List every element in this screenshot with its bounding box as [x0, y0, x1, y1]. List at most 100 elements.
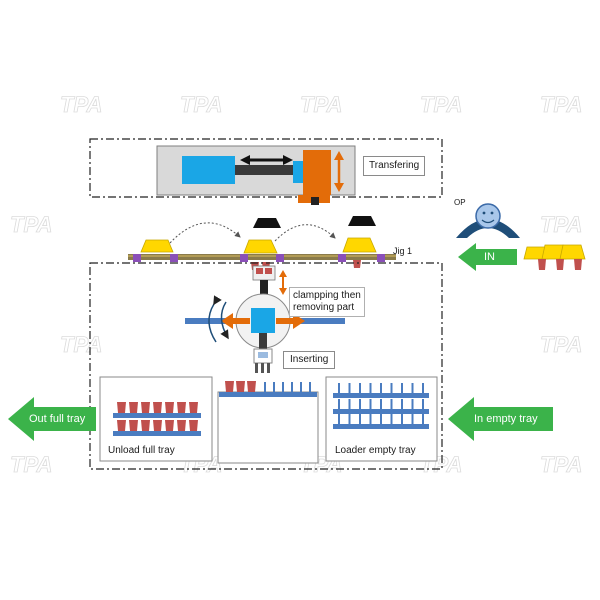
tray-cup: [177, 402, 186, 413]
watermark-mark: TPA: [180, 92, 222, 117]
jig-rail: [128, 254, 396, 260]
transfer-stem: [311, 197, 319, 205]
tray-cup: [117, 402, 126, 413]
loader-tray-pins: [338, 383, 424, 424]
watermark-mark: TPA: [60, 92, 102, 117]
tray-pin: [359, 414, 361, 424]
tray-cup: [141, 402, 150, 413]
gripper-head-1: [253, 218, 281, 228]
in-empty-tray-label: In empty tray: [474, 413, 538, 425]
unload-full-tray-label: Unload full tray: [108, 445, 175, 456]
watermark-mark: TPA: [10, 452, 52, 477]
tray-pin: [282, 382, 284, 392]
jig-mount-4: [276, 254, 284, 262]
insert-tray-bar: [219, 392, 317, 397]
tray-pin: [309, 382, 311, 392]
operator-head: [475, 203, 501, 229]
tray-pin: [369, 383, 372, 393]
incoming-parts: [523, 244, 586, 270]
unload-tray-cups: [117, 402, 198, 431]
tray-cup: [141, 420, 150, 431]
tray-cup: [129, 402, 138, 413]
gripper-finger-mid: [261, 363, 264, 373]
tray-pin: [401, 383, 403, 393]
loader-empty-tray-label: Loader empty tray: [335, 445, 416, 456]
watermark-mark: TPA: [10, 212, 52, 237]
tray-pin: [359, 399, 361, 409]
right-push-arrow: [276, 313, 305, 329]
watermark-mark: TPA: [300, 92, 342, 117]
inserting-label: Inserting: [283, 351, 336, 369]
insert-tray-pins: [264, 382, 311, 392]
jig-label: Jig 1: [393, 246, 413, 256]
transfer-rod: [235, 165, 300, 175]
loader-tray-bar-3: [333, 424, 429, 429]
main-frame: [89, 262, 443, 470]
unload-tray-box: [99, 376, 213, 462]
tray-pin: [369, 414, 372, 424]
watermark-mark: TPA: [540, 452, 582, 477]
tray-cup: [177, 420, 186, 431]
tray-cup: [165, 420, 174, 431]
tray-cup: [189, 402, 198, 413]
watermark-mark: TPA: [420, 92, 462, 117]
tray-pin: [348, 414, 351, 424]
tray-pin: [411, 383, 414, 393]
transfer-curve-1: [169, 222, 241, 244]
unload-tray-bar-2: [113, 431, 201, 436]
in-arrow: [458, 243, 517, 271]
tray-pin: [390, 399, 393, 409]
tray-pin: [390, 383, 393, 393]
jig-part-2: [243, 239, 278, 254]
jig-mount-1: [133, 254, 141, 262]
unload-tray-bar-1: [113, 413, 201, 418]
watermark-mark: TPA: [540, 92, 582, 117]
tray-pin: [411, 399, 414, 409]
gripper-finger-left: [255, 363, 258, 373]
tray-pin: [411, 414, 414, 424]
clamp-rod-upper: [260, 280, 268, 304]
tray-pin: [369, 399, 372, 409]
out-full-tray-arrow: [8, 397, 96, 441]
tray-pin: [300, 382, 302, 392]
tray-pin: [291, 382, 293, 392]
jig-mount-3: [240, 254, 248, 262]
gripper-head-2: [348, 216, 376, 226]
tray-pin: [380, 414, 382, 424]
tray-cup: [153, 420, 162, 431]
jig-part-1: [140, 239, 174, 253]
clamp-rod-lower: [259, 333, 267, 349]
tray-pin: [273, 382, 275, 392]
tray-cup: [117, 420, 126, 431]
tray-pin: [422, 399, 424, 409]
loader-tray-bar-2: [333, 409, 429, 414]
jig-mount-6: [377, 254, 385, 262]
tray-pin: [401, 414, 403, 424]
tray-cup: [129, 420, 138, 431]
clamping-label: clampping then removing part: [289, 287, 365, 317]
rotate-arrow-lower: [208, 295, 222, 343]
watermark-mark: TPA: [540, 212, 582, 237]
tray-pin: [390, 414, 393, 424]
out-full-tray-label: Out full tray: [29, 413, 86, 425]
transfer-curve-2: [274, 224, 336, 242]
tray-pin: [338, 414, 340, 424]
left-push-arrow: [221, 313, 250, 329]
jig-part-3: [342, 237, 377, 253]
tray-pin: [338, 399, 340, 409]
tray-cup: [225, 381, 234, 392]
watermark-mark: TPA: [540, 332, 582, 357]
tray-pin: [401, 399, 403, 409]
tray-pin: [380, 383, 382, 393]
transfer-carriage: [303, 150, 331, 195]
tray-pin: [264, 382, 266, 392]
tray-pin: [422, 414, 424, 424]
tray-pin: [359, 383, 361, 393]
operator-body: [456, 219, 520, 238]
in-empty-tray-arrow: [448, 397, 553, 441]
jig-mount-5: [338, 254, 346, 262]
tray-cup: [189, 420, 198, 431]
transfering-label: Transfering: [363, 156, 426, 176]
